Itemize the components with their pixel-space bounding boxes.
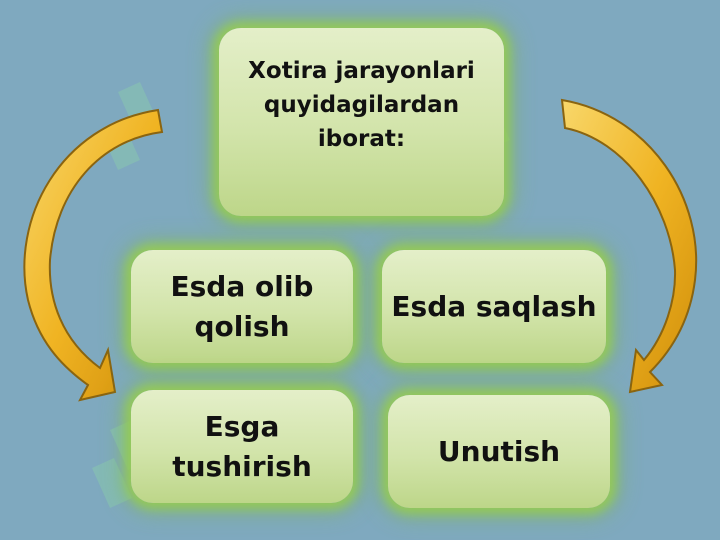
item-label: Unutish <box>437 434 561 468</box>
curved-arrow-right-icon <box>560 98 698 394</box>
title-box: Xotira jarayonlari quyidagilardan iborat… <box>219 28 504 216</box>
curved-arrow-left-icon <box>23 108 164 402</box>
title-text: Xotira jarayonlari quyidagilardan iborat… <box>248 58 475 152</box>
item-box-esga-tushirish: Esga tushirish <box>131 390 353 503</box>
item-label: Esda saqlash <box>391 289 597 323</box>
item-box-esda-saqlash: Esda saqlash <box>382 250 606 363</box>
item-label: Esga tushirish <box>172 409 312 483</box>
item-box-esda-olib-qolish: Esda olib qolish <box>131 250 353 363</box>
item-label: Esda olib qolish <box>170 269 314 343</box>
item-box-unutish: Unutish <box>388 395 610 508</box>
